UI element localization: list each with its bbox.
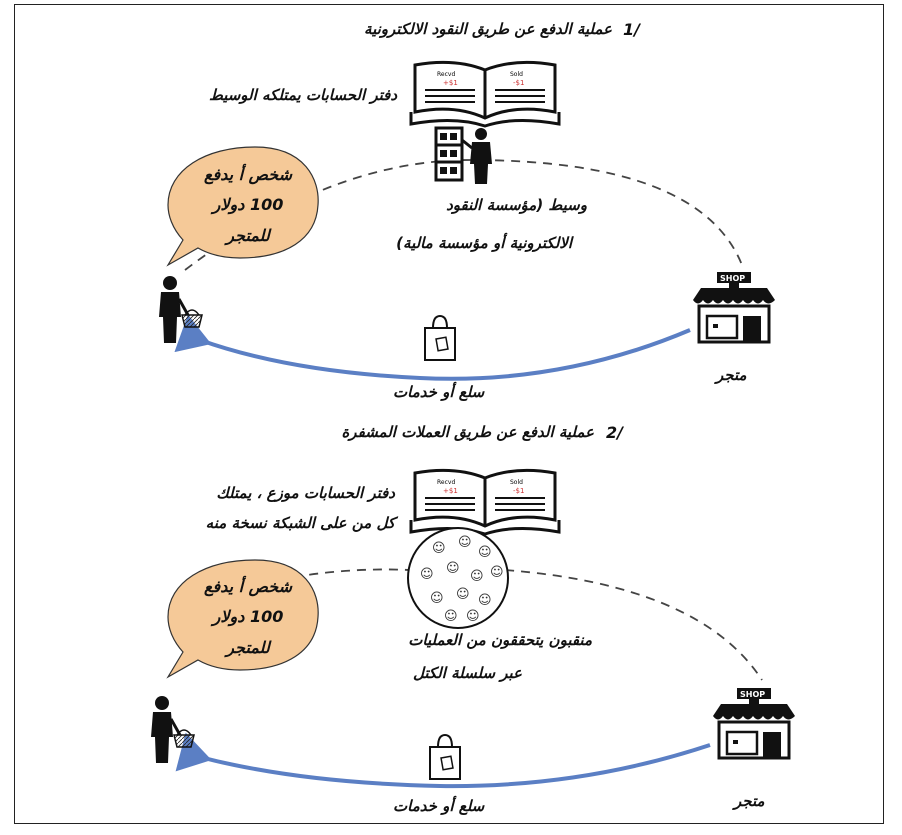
open-book-icon: Recvd Sold +$1 -$1 xyxy=(409,60,561,128)
ledger-label-2-line1: دفتر الحسابات موزع ، يمتلك xyxy=(216,484,395,502)
miners-label-line2: عبر سلسلة الكتل xyxy=(412,664,522,682)
svg-text:-$1: -$1 xyxy=(513,487,524,495)
svg-text:☺: ☺ xyxy=(430,591,444,606)
shopping-bag-icon xyxy=(429,733,461,780)
bubble-1-line-1: شخص أ يدفع xyxy=(204,165,292,184)
bubble-text-2: شخص أ يدفع 100 دولار للمتجر xyxy=(193,572,303,663)
goods-label-1: سلع أو خدمات xyxy=(393,383,485,401)
svg-text:☺: ☺ xyxy=(432,541,446,556)
shop-icon: SHOP xyxy=(713,688,795,760)
svg-text:☺: ☺ xyxy=(456,587,470,602)
section-2-title: عملية الدفع عن طريق العملات المشفرة xyxy=(341,423,594,441)
svg-text:Sold: Sold xyxy=(510,479,523,486)
svg-text:☺: ☺ xyxy=(446,561,460,576)
dashed-flow-arc-1 xyxy=(184,159,743,271)
svg-text:Recvd: Recvd xyxy=(437,71,455,78)
diagram-frame xyxy=(14,4,884,824)
bubble-2-line-2: 100 دولار xyxy=(212,607,284,627)
svg-text:Sold: Sold xyxy=(510,71,523,78)
miners-label-line1: منقبون يتحققون من العمليات xyxy=(408,631,592,649)
bubble-1-line-3: للمتجر xyxy=(226,225,270,245)
svg-text:Recvd: Recvd xyxy=(437,479,455,486)
bubble-2-line-1: شخص أ يدفع xyxy=(204,577,292,596)
intermediary-label-line2: الالكترونية أو مؤسسة مالية) xyxy=(396,234,572,252)
section-2-number: 2/ xyxy=(606,423,623,442)
svg-text:-$1: -$1 xyxy=(513,79,524,87)
svg-text:☺: ☺ xyxy=(458,535,472,550)
svg-text:☺: ☺ xyxy=(478,593,492,608)
svg-text:+$1: +$1 xyxy=(443,79,458,87)
svg-text:+$1: +$1 xyxy=(443,487,458,495)
section-1-number: 1/ xyxy=(623,20,640,39)
shop-icon: SHOP xyxy=(693,272,775,344)
speech-bubble-1 xyxy=(166,146,319,267)
bubble-2-line-3: للمتجر xyxy=(226,637,270,657)
server-with-person-icon xyxy=(434,126,492,184)
svg-text:☺: ☺ xyxy=(444,609,458,624)
svg-text:☺: ☺ xyxy=(466,609,480,624)
goods-arrow-2 xyxy=(175,732,711,789)
svg-text:☺: ☺ xyxy=(470,569,484,584)
store-label-2: متجر xyxy=(734,792,765,810)
shopper-with-basket-icon xyxy=(159,276,203,343)
miners-network-icon: ☺☺☺ ☺☺☺☺ ☺☺☺ ☺☺ xyxy=(407,527,509,629)
svg-text:SHOP: SHOP xyxy=(740,690,765,699)
svg-text:☺: ☺ xyxy=(478,545,492,560)
svg-text:☺: ☺ xyxy=(490,565,504,580)
svg-text:☺: ☺ xyxy=(420,567,434,582)
ledger-label-2-line2: كل من على الشبكة نسخة منه xyxy=(205,514,395,532)
goods-label-2: سلع أو خدمات xyxy=(393,797,485,815)
speech-bubble-2 xyxy=(166,559,319,679)
section-1-title: عملية الدفع عن طريق النقود الالكترونية xyxy=(364,20,612,38)
store-label-1: متجر xyxy=(716,366,747,384)
shopper-with-basket-icon xyxy=(151,696,195,763)
svg-text:SHOP: SHOP xyxy=(720,274,745,283)
open-book-icon: Recvd Sold +$1 -$1 xyxy=(409,468,561,536)
bubble-text-1: شخص أ يدفع 100 دولار للمتجر xyxy=(193,160,303,251)
goods-arrow-1 xyxy=(174,314,691,381)
bubble-1-line-2: 100 دولار xyxy=(212,195,284,215)
intermediary-label-line1: وسيط (مؤسسة النقود xyxy=(446,196,587,214)
ledger-label-1: دفتر الحسابات يمتلكه الوسيط xyxy=(208,86,397,104)
shopping-bag-icon xyxy=(424,314,456,361)
